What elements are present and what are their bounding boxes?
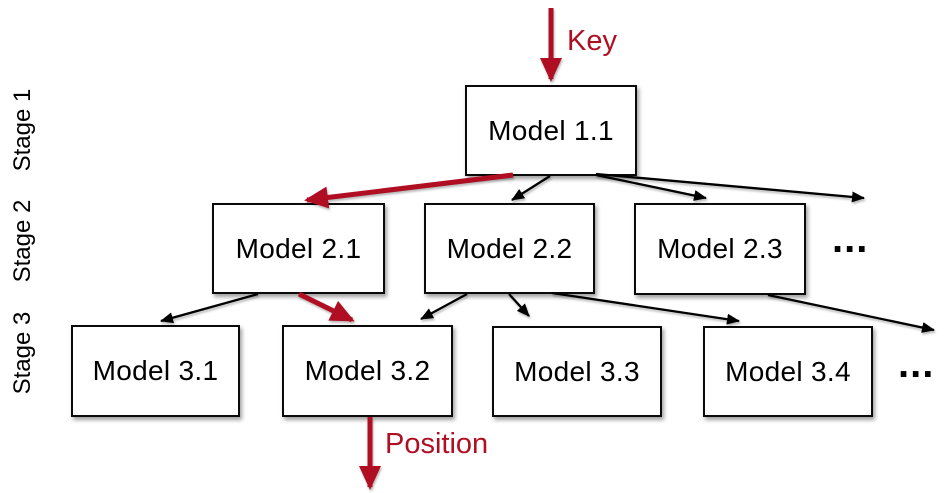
key-input-label: Key [567,25,617,57]
position-output-label: Position [385,428,489,460]
stage-1-label: Stage 1 [9,88,36,172]
stage-2-label: Stage 2 [9,199,36,283]
edge-m23-stage3-more-arrow [767,293,935,333]
node-model-3-4: Model 3.4 [703,326,873,417]
node-model-3-3: Model 3.3 [492,326,662,417]
edge-m11-m22-arrow [511,175,551,201]
node-model-2-1: Model 2.1 [212,203,385,294]
stage-3-label: Stage 3 [9,311,36,395]
node-model-3-1: Model 3.1 [71,325,240,417]
edge-m21-m32-highlight-arrow [297,291,355,323]
edge-m11-m21-highlight-arrow [304,172,514,209]
edge-m21-m31-arrow [160,292,259,324]
stage-3-ellipsis: ... [898,342,935,386]
edge-m22-m33-arrow [508,293,530,317]
edge-m11-m23-arrow [595,173,707,201]
node-model-3-2: Model 3.2 [282,325,453,417]
edge-m11-stage2-more-arrow [595,172,865,203]
stage-2-ellipsis: ... [832,217,869,261]
node-model-1-1: Model 1.1 [465,85,637,176]
node-model-2-3: Model 2.3 [634,203,806,295]
node-model-2-2: Model 2.2 [424,203,595,294]
edge-m22-m34-arrow [551,291,740,325]
edge-m22-m32-arrow [420,292,468,321]
